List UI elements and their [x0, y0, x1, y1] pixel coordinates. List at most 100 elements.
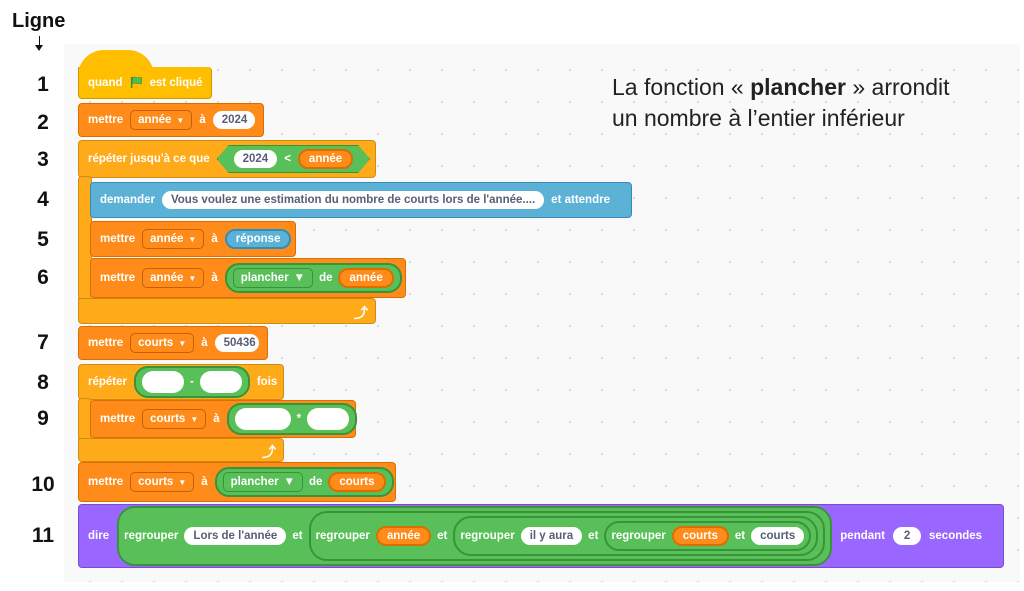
dropdown-caret-icon: ▼	[293, 272, 306, 284]
set-courts-floor-block[interactable]: mettre courts▼ à plancher▼ de courts	[78, 462, 396, 502]
block-label: à	[201, 337, 208, 349]
less-than-operator[interactable]: 2024 < année	[217, 145, 371, 173]
block-label: et	[292, 530, 303, 542]
block-label: mettre	[100, 272, 136, 284]
empty-input[interactable]	[234, 408, 291, 430]
function-dropdown[interactable]: plancher▼	[232, 268, 314, 288]
block-label: regrouper	[460, 530, 515, 542]
block-label: dire	[88, 530, 110, 542]
set-annee-block[interactable]: mettre année▼ à réponse	[90, 221, 296, 257]
dropdown-caret-icon: ▼	[283, 476, 295, 488]
info-text: La fonction « plancher » arrondit un nom…	[612, 72, 950, 134]
block-label: fois	[256, 376, 278, 388]
info-suffix: » arrondit	[845, 74, 950, 100]
operator-symbol: -	[190, 376, 194, 388]
block-label: et attendre	[551, 194, 610, 206]
block-label: à	[211, 233, 218, 245]
line-number: 3	[37, 148, 49, 171]
floor-operator[interactable]: plancher▼ de courts	[214, 467, 394, 497]
empty-input[interactable]	[199, 371, 242, 393]
join-operator[interactable]: regrouper année et regrouper il y aura e…	[308, 511, 826, 561]
set-courts-block[interactable]: mettre courts▼ à 50436	[78, 326, 268, 360]
subtract-operator[interactable]: -	[134, 366, 250, 398]
block-label: mettre	[88, 114, 124, 126]
set-annee-block[interactable]: mettre année▼ à 2024	[78, 103, 264, 137]
line-number: 1	[37, 73, 49, 96]
line-number: 11	[31, 524, 55, 547]
variable-dropdown[interactable]: année▼	[142, 229, 205, 249]
set-courts-multiply-block[interactable]: mettre courts▼ à *	[90, 400, 358, 438]
courts-reporter[interactable]: courts	[328, 472, 386, 492]
block-label: à	[199, 114, 206, 126]
answer-reporter[interactable]: réponse	[224, 229, 292, 249]
join-operator[interactable]: regrouper il y aura et regrouper courts …	[453, 516, 819, 556]
text-input[interactable]: il y aura	[520, 527, 583, 545]
value-input[interactable]: 2024	[212, 111, 255, 129]
when-flag-clicked-block[interactable]: quand est cliqué	[78, 67, 212, 99]
repeat-until-block[interactable]: répéter jusqu'à ce que 2024 < année	[78, 140, 376, 178]
value-input[interactable]: 2024	[234, 150, 278, 168]
block-label: et	[437, 530, 448, 542]
courts-reporter[interactable]: courts	[671, 526, 729, 546]
variable-dropdown[interactable]: année▼	[142, 268, 205, 288]
seconds-input[interactable]: 2	[893, 527, 922, 545]
info-bold-word: plancher	[750, 74, 846, 100]
annee-reporter[interactable]: année	[375, 526, 432, 546]
block-label: demander	[100, 194, 155, 206]
block-label: mettre	[88, 476, 124, 488]
line-number: 5	[37, 228, 49, 251]
block-label: mettre	[88, 337, 124, 349]
green-flag-icon	[130, 76, 142, 89]
block-label: regrouper	[124, 530, 179, 542]
line-number: 6	[37, 266, 49, 289]
operator-symbol: <	[284, 153, 291, 165]
empty-input[interactable]	[142, 371, 184, 393]
dropdown-caret-icon: ▼	[176, 115, 185, 125]
info-line2: un nombre à l’entier inférieur	[612, 105, 905, 131]
loop-arrow-icon: ⤴	[262, 444, 276, 460]
repeat-block[interactable]: répéter - fois	[78, 364, 284, 400]
c-block-bottom	[78, 298, 376, 324]
variable-dropdown[interactable]: courts▼	[130, 472, 195, 492]
block-label: à	[211, 272, 218, 284]
loop-arrow-icon: ⤴	[354, 305, 368, 321]
operator-symbol: *	[296, 413, 302, 425]
line-number: 8	[37, 371, 49, 394]
ask-and-wait-block[interactable]: demander Vous voulez une estimation du n…	[90, 182, 632, 218]
line-number: 4	[37, 188, 49, 211]
block-label: et	[734, 530, 746, 542]
question-input[interactable]: Vous voulez une estimation du nombre de …	[161, 191, 545, 209]
multiply-operator[interactable]: *	[226, 403, 358, 435]
variable-dropdown[interactable]: courts▼	[130, 333, 195, 353]
join-operator[interactable]: regrouper Lors de l'année et regrouper a…	[117, 506, 833, 566]
set-annee-floor-block[interactable]: mettre année▼ à plancher▼ de année	[90, 258, 406, 298]
line-number: 2	[37, 111, 49, 134]
block-label: mettre	[100, 413, 136, 425]
empty-input[interactable]	[307, 408, 350, 430]
variable-dropdown[interactable]: courts▼	[142, 409, 207, 429]
text-input[interactable]: courts	[751, 527, 805, 545]
line-number: 7	[37, 331, 49, 354]
block-label: et	[588, 530, 599, 542]
variable-dropdown[interactable]: année▼	[130, 110, 193, 130]
annee-reporter[interactable]: année	[338, 268, 394, 288]
value-input[interactable]: 50436	[214, 334, 259, 352]
block-label: de	[319, 272, 333, 284]
block-label: à	[201, 476, 208, 488]
function-dropdown[interactable]: plancher▼	[222, 472, 303, 492]
text-input[interactable]: Lors de l'année	[184, 527, 287, 545]
dropdown-caret-icon: ▼	[190, 414, 199, 424]
say-for-seconds-block[interactable]: dire regrouper Lors de l'année et regrou…	[78, 504, 1004, 568]
join-operator[interactable]: regrouper courts et courts	[604, 521, 812, 551]
block-label: répéter jusqu'à ce que	[88, 153, 210, 165]
block-label: de	[308, 476, 323, 488]
block-label: regrouper	[315, 530, 370, 542]
ligne-header: Ligne	[12, 10, 66, 32]
line-number: 9	[37, 407, 49, 430]
line-number: 10	[31, 473, 55, 496]
down-arrow-icon	[35, 36, 43, 51]
floor-operator[interactable]: plancher▼ de année	[224, 263, 402, 293]
info-prefix: La fonction «	[612, 74, 751, 100]
annee-reporter[interactable]: année	[298, 149, 353, 169]
dropdown-caret-icon: ▼	[178, 477, 187, 487]
